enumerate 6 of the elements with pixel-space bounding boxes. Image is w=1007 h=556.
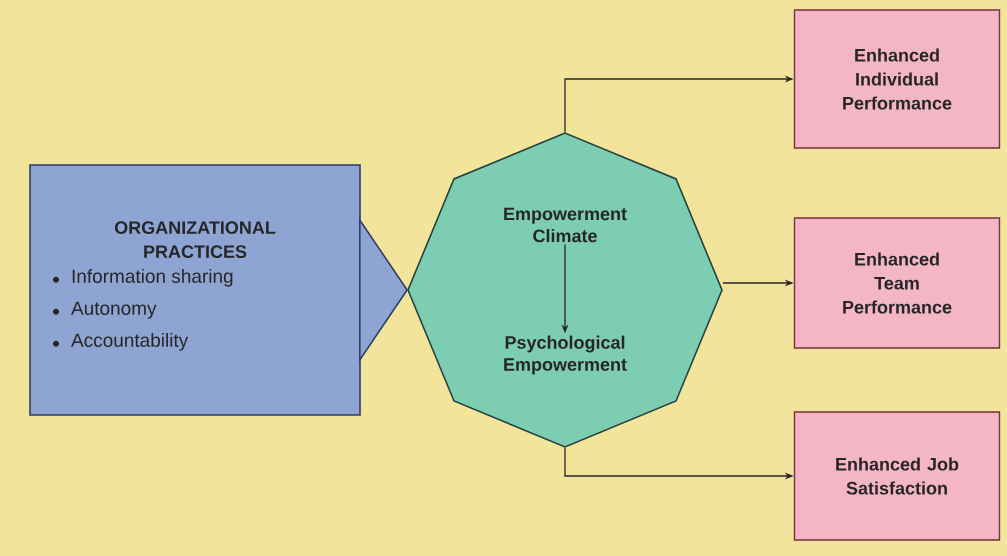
outcome-box: Enhanced Team Performance xyxy=(793,217,1001,349)
octagon-shape xyxy=(407,132,723,448)
node-text: Empowerment Climate xyxy=(504,207,627,243)
outcome-box: Enhanced Individual Performance xyxy=(793,9,1001,149)
outcome-box: Enhanced Job Satisfaction xyxy=(793,411,1001,541)
node-text: Psychological Empowerment xyxy=(504,335,627,375)
